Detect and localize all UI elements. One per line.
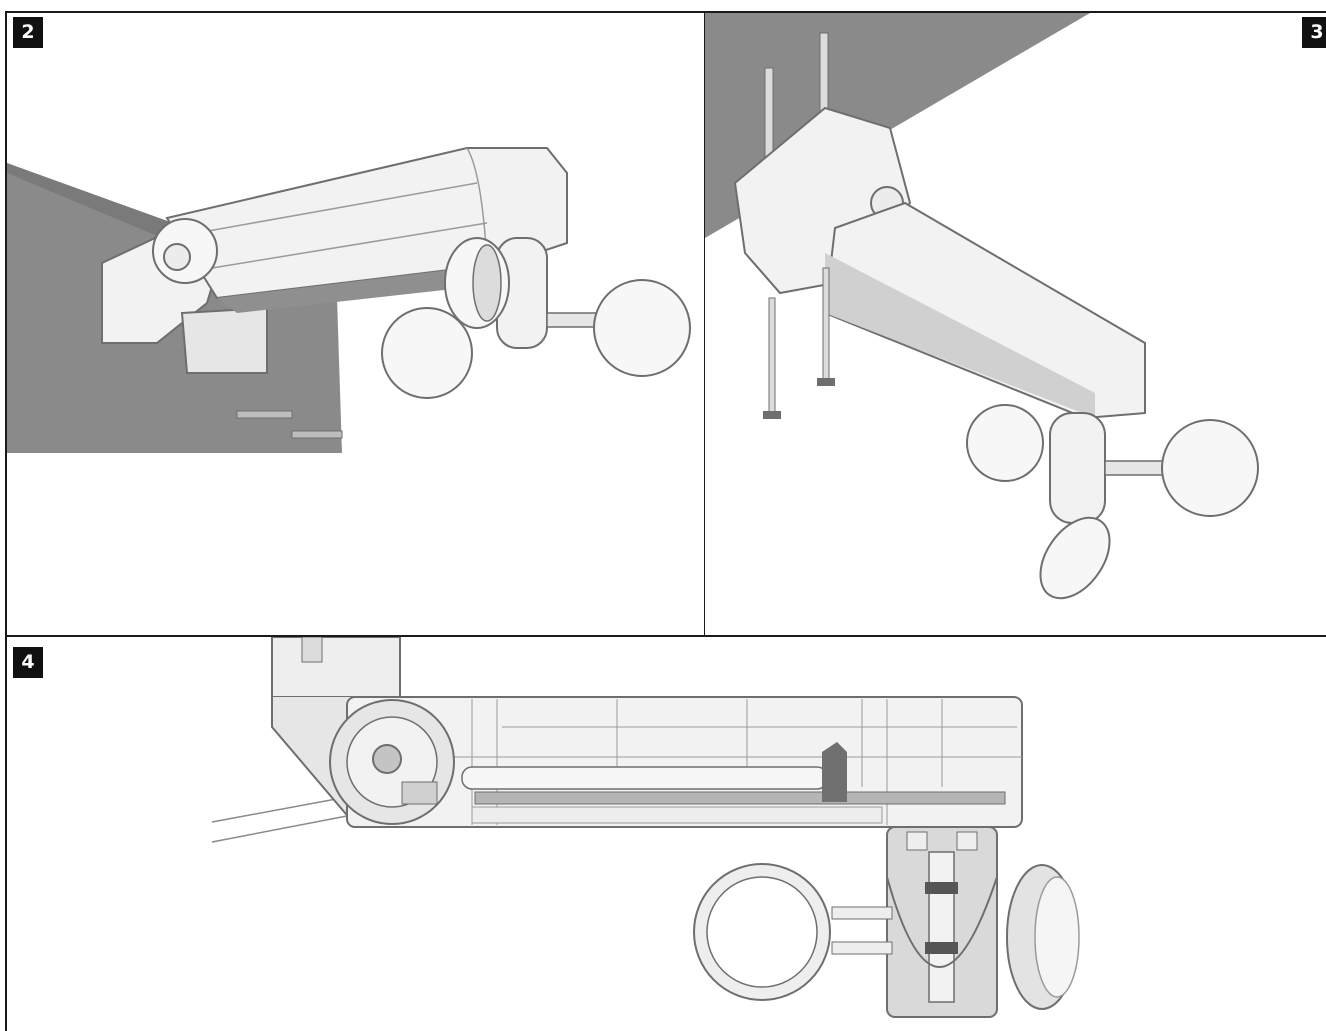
internal-rod (461, 766, 828, 790)
panel-number-badge: 4 (13, 647, 43, 678)
panel-2: 2 (5, 11, 705, 637)
panel-4: 4 (5, 636, 1326, 1031)
anemometer-cup (886, 876, 998, 968)
anemometer-shaft (1049, 412, 1106, 524)
vertical-mount (271, 637, 401, 698)
anemometer-cup (966, 404, 1044, 482)
panel-2-illustration (7, 147, 691, 453)
arm-underside (217, 263, 507, 313)
panel-3: 3 (704, 11, 1326, 637)
anemometer-cup (381, 307, 473, 399)
internal-channel (474, 791, 1006, 805)
shaft (928, 851, 955, 1003)
anemometer-cup (593, 279, 691, 377)
panel-number-badge: 3 (1302, 17, 1326, 48)
bracket-clip (180, 306, 268, 374)
bearing (925, 882, 958, 894)
anemometer-cup (1161, 419, 1259, 517)
mounting-screw (817, 378, 835, 386)
panel-4-cross-section (211, 637, 1080, 1018)
anemometer-cup (1039, 516, 1111, 600)
pivot-screw (163, 243, 191, 271)
mounting-screw (822, 267, 830, 384)
mounting-screw (763, 411, 781, 419)
pivot-screw (372, 744, 402, 774)
mounting-cable (211, 796, 348, 823)
panel-3-illustration (705, 13, 1259, 600)
mounting-screw (236, 410, 293, 419)
panel-number-badge: 2 (13, 17, 43, 48)
bearing (925, 942, 958, 954)
mounting-screw (768, 297, 776, 419)
mounting-cable (211, 814, 353, 843)
arm-underside (825, 253, 1095, 418)
locking-nut (822, 742, 847, 802)
mounting-screw (291, 430, 343, 439)
